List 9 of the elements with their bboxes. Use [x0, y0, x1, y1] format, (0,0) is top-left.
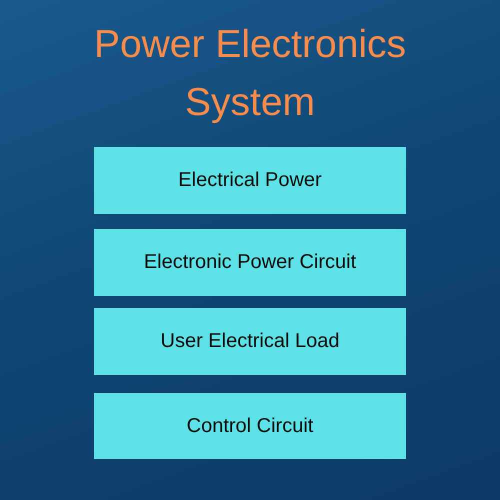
- process-box: [94, 229, 406, 296]
- title: Power Electronics System: [92, 22, 408, 126]
- box-label: Control Circuit: [186, 414, 314, 438]
- box-label: User Electrical Load: [160, 329, 340, 354]
- process-box: [94, 393, 406, 459]
- process-box: [94, 308, 406, 375]
- process-box: [94, 147, 406, 214]
- box-label: Electrical Power: [178, 168, 322, 193]
- box-label: Electronic Power Circuit: [144, 250, 356, 275]
